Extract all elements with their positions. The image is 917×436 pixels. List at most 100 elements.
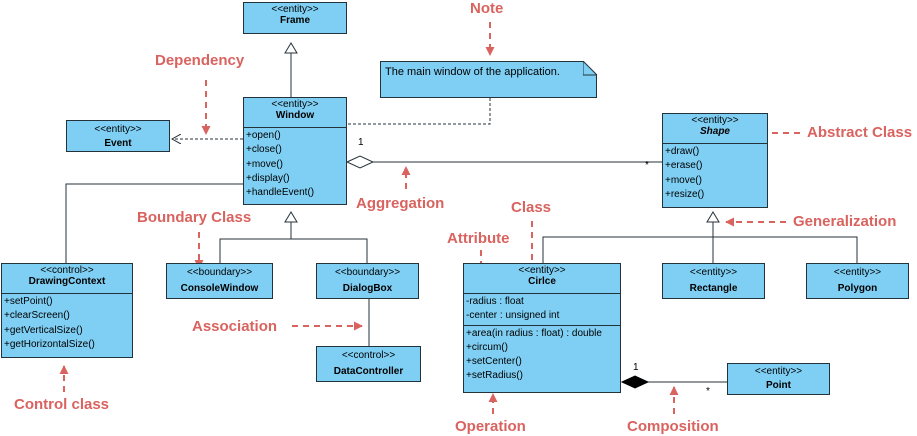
operation-item: +circum() — [466, 341, 508, 353]
class-rectangle-header: <<entity>> Rectangle — [663, 264, 764, 294]
operation-item: +clearScreen() — [4, 310, 70, 322]
annotation-note: Note — [470, 0, 504, 17]
multiplicity-composition-point: * — [706, 386, 710, 397]
class-drawing-context-header: <<control>> DrawingContext — [2, 264, 132, 293]
annotation-attribute: Attribute — [447, 230, 510, 247]
class-shape[interactable]: <<entity>> Shape +draw() +erase() +move(… — [662, 113, 768, 208]
operation-item: +setPoint() — [4, 296, 53, 307]
class-name: ConsoleWindow — [180, 283, 259, 294]
stereotype-label: <<control>> — [40, 265, 94, 276]
stereotype-label: <<control>> — [341, 350, 396, 361]
class-data-controller-header: <<control>> DataController — [317, 347, 420, 377]
class-name: DataController — [333, 366, 404, 377]
operation-item: +draw() — [665, 146, 700, 157]
class-polygon[interactable]: <<entity>> Polygon — [806, 263, 909, 299]
association-window-drawingcontext — [65, 183, 243, 263]
annotation-aggregation: Aggregation — [356, 195, 445, 212]
generalization-triangle-shape — [706, 211, 720, 223]
annotation-generalization: Generalization — [793, 213, 897, 230]
class-rectangle[interactable]: <<entity>> Rectangle — [662, 263, 765, 299]
generalization-triangle-window — [284, 211, 298, 223]
stereotype-label: <<entity>> — [754, 366, 803, 377]
stereotype-label: <<entity>> — [689, 267, 738, 278]
note-anchor — [347, 98, 491, 125]
class-point-header: <<entity>> Point — [728, 364, 829, 391]
generalization-shapes — [542, 236, 858, 263]
class-name: DrawingContext — [28, 276, 106, 287]
operation-item: +close() — [246, 144, 282, 156]
stereotype-label: <<entity>> — [271, 4, 319, 15]
annotation-association: Association — [192, 318, 278, 335]
class-name: Event — [104, 138, 132, 149]
class-name: Frame — [279, 15, 310, 26]
operation-item: +getHorizontalSize() — [4, 338, 95, 350]
operations-section: +area(in radius : float) : double +circu… — [464, 324, 620, 385]
class-frame[interactable]: <<entity>> Frame — [243, 2, 347, 34]
operations-section: +setPoint() +clearScreen() +getVerticalS… — [2, 293, 132, 353]
class-point[interactable]: <<entity>> Point — [727, 363, 830, 395]
class-event-header: <<entity>> Event — [67, 121, 169, 149]
class-name: Rectangle — [689, 283, 738, 294]
class-window[interactable]: <<entity>> Window +open() +close() +move… — [243, 97, 347, 205]
operation-item: +getVerticalSize() — [4, 324, 83, 336]
stereotype-label: <<boundary>> — [186, 267, 253, 278]
note-fold-icon — [583, 61, 598, 76]
class-dialog-box-header: <<boundary>> DialogBox — [317, 264, 418, 294]
operation-item: +resize() — [665, 188, 705, 200]
operation-item: +setCenter() — [466, 356, 522, 368]
class-polygon-header: <<entity>> Polygon — [807, 264, 908, 294]
stereotype-label: <<entity>> — [271, 99, 319, 110]
multiplicity-aggregation-window: 1 — [358, 137, 364, 148]
operation-item: +display() — [246, 172, 290, 184]
attribute-item: -radius : float — [466, 296, 524, 307]
annotation-control-class: Control class — [14, 396, 110, 413]
operation-item: +move() — [246, 158, 283, 170]
class-name: DialogBox — [342, 283, 393, 294]
stereotype-label: <<entity>> — [518, 265, 566, 276]
note-box[interactable]: The main window of the application. — [380, 61, 597, 98]
operation-item: +open() — [246, 130, 281, 141]
class-window-header: <<entity>> Window — [244, 98, 346, 127]
operations-section: +open() +close() +move() +display() +han… — [244, 127, 346, 201]
class-circle-header: <<entity>> Cirlce — [464, 264, 620, 293]
stereotype-label: <<entity>> — [691, 115, 739, 126]
class-name: Shape — [699, 126, 730, 137]
multiplicity-aggregation-shape: * — [645, 160, 649, 171]
class-dialog-box[interactable]: <<boundary>> DialogBox — [316, 263, 419, 299]
class-shape-header: <<entity>> Shape — [663, 114, 767, 143]
operation-item: +erase() — [665, 160, 703, 172]
class-drawing-context[interactable]: <<control>> DrawingContext +setPoint() +… — [1, 263, 133, 358]
attributes-section: -radius : float -center : unsigned int — [464, 293, 620, 325]
generalization-console-window — [219, 238, 368, 263]
class-circle[interactable]: <<entity>> Cirlce -radius : float -cente… — [463, 263, 621, 393]
annotation-composition: Composition — [627, 418, 719, 435]
class-frame-header: <<entity>> Frame — [244, 3, 346, 26]
class-name: Point — [766, 380, 791, 391]
note-text: The main window of the application. — [385, 66, 560, 78]
stereotype-label: <<boundary>> — [334, 267, 401, 278]
operation-item: +move() — [665, 174, 702, 186]
class-name: Cirlce — [528, 276, 556, 287]
class-event[interactable]: <<entity>> Event — [66, 120, 170, 152]
annotation-dependency: Dependency — [155, 52, 245, 69]
stereotype-label: <<entity>> — [833, 267, 882, 278]
stereotype-label: <<entity>> — [94, 124, 142, 135]
generalization-triangle-frame — [284, 42, 298, 54]
class-name: Window — [275, 110, 315, 121]
annotation-boundary-class: Boundary Class — [137, 209, 252, 226]
class-name: Polygon — [837, 283, 878, 294]
class-console-window-header: <<boundary>> ConsoleWindow — [167, 264, 272, 294]
operations-section: +draw() +erase() +move() +resize() — [663, 143, 767, 203]
annotation-abstract-class: Abstract Class — [807, 124, 913, 141]
class-data-controller[interactable]: <<control>> DataController — [316, 346, 421, 382]
annotation-class: Class — [511, 199, 552, 216]
composition-diamond — [620, 375, 650, 389]
annotation-operation: Operation — [455, 418, 526, 435]
operation-item: +area(in radius : float) : double — [466, 327, 602, 339]
aggregation-diamond — [345, 155, 375, 169]
attribute-item: -center : unsigned int — [466, 310, 560, 322]
class-console-window[interactable]: <<boundary>> ConsoleWindow — [166, 263, 273, 299]
operation-item: +handleEvent() — [246, 187, 315, 199]
operation-item: +setRadius() — [466, 370, 523, 382]
